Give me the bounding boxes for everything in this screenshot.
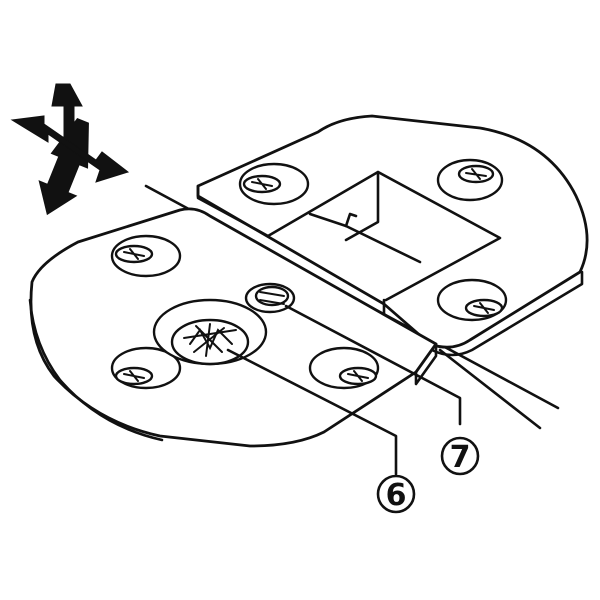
- screw-hole-left-right: [308, 346, 380, 390]
- callout-6-leader: [226, 348, 398, 476]
- screw-hole-right-bottom: [436, 278, 508, 322]
- central-fixing-screw: [152, 298, 268, 366]
- crossed-double-arrows-icon: [10, 83, 130, 216]
- callout-7-label: 7: [450, 440, 471, 475]
- callout-7-leader: [284, 304, 462, 426]
- callout-7: 7: [440, 436, 480, 476]
- screw-hole-left-top: [110, 234, 182, 278]
- screw-hole-right-top-left: [238, 162, 310, 206]
- screw-hole-left-bottom: [110, 346, 182, 390]
- callout-6: 6: [376, 474, 416, 514]
- screw-hole-right-top-right: [436, 158, 504, 202]
- adjustment-screw: [244, 282, 296, 314]
- right-hinge-plate: [196, 114, 589, 357]
- mounting-edge-line-lower: [438, 348, 542, 430]
- left-hinge-plate: [28, 207, 438, 448]
- callout-6-label: 6: [386, 478, 407, 513]
